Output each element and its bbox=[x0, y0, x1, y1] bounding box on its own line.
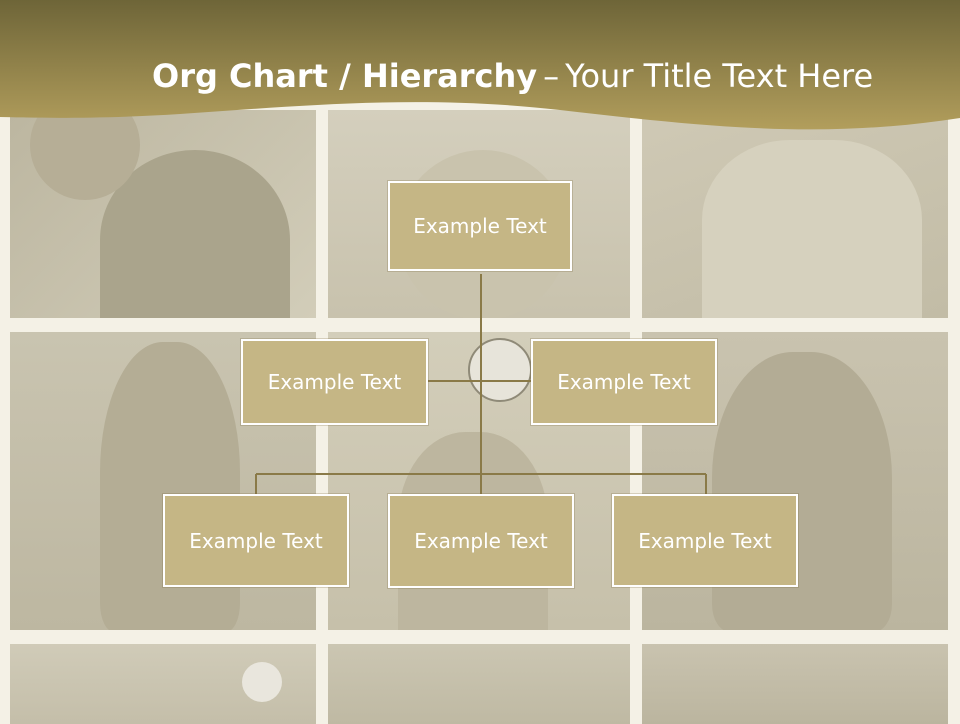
title-bold: Org Chart / Hierarchy bbox=[152, 57, 538, 95]
org-node-label: Example Text bbox=[414, 529, 548, 553]
org-node-label: Example Text bbox=[267, 370, 402, 394]
org-node-assistant-left[interactable]: Example Text bbox=[241, 339, 428, 425]
photo-golf-ball bbox=[242, 662, 282, 702]
photo-tile-bottom-center bbox=[328, 644, 630, 724]
org-node-child-left[interactable]: Example Text bbox=[163, 494, 349, 587]
photo-tile-golf bbox=[10, 644, 316, 724]
title-rest: Your Title Text Here bbox=[565, 57, 874, 95]
org-node-label: Example Text bbox=[413, 214, 547, 238]
page-title: Org Chart / Hierarchy–Your Title Text He… bbox=[152, 54, 873, 98]
photo-tile-tennis-player bbox=[642, 110, 948, 318]
photo-figure bbox=[100, 150, 290, 318]
org-node-label: Example Text bbox=[557, 370, 691, 394]
org-node-label: Example Text bbox=[638, 528, 772, 553]
title-banner bbox=[0, 0, 960, 130]
org-node-assistant-right[interactable]: Example Text bbox=[531, 339, 717, 425]
title-dash: – bbox=[543, 57, 560, 95]
photo-figure bbox=[702, 140, 922, 318]
org-node-child-center[interactable]: Example Text bbox=[388, 494, 574, 588]
org-node-label: Example Text bbox=[189, 528, 323, 553]
photo-ball bbox=[30, 110, 140, 200]
org-node-child-right[interactable]: Example Text bbox=[612, 494, 798, 587]
photo-tile-basketball-player bbox=[10, 110, 316, 318]
org-node-root[interactable]: Example Text bbox=[388, 181, 572, 271]
photo-tile-bottom-right bbox=[642, 644, 948, 724]
